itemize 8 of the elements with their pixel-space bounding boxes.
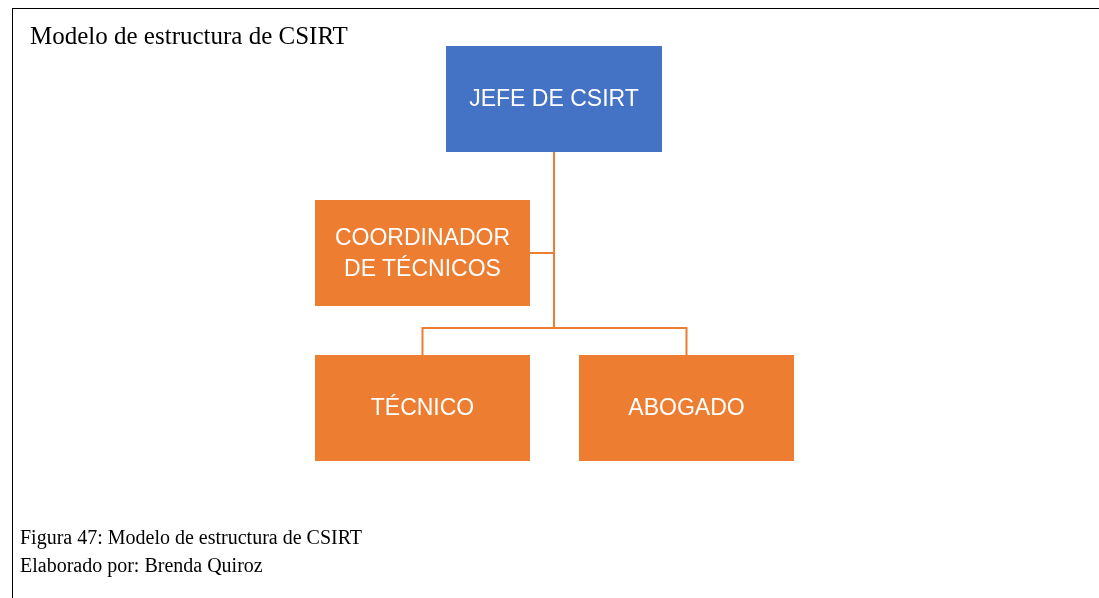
org-box: JEFE DE CSIRT — [446, 46, 662, 152]
diagram-title: Modelo de estructura de CSIRT — [30, 22, 348, 50]
org-box: COORDINADOR DE TÉCNICOS — [315, 200, 530, 306]
figure-caption: Figura 47: Modelo de estructura de CSIRT — [20, 526, 363, 549]
connector-line — [553, 151, 688, 356]
author-note: Elaborado por: Brenda Quiroz — [20, 554, 263, 577]
org-box: TÉCNICO — [315, 355, 530, 461]
org-box: ABOGADO — [579, 355, 794, 461]
